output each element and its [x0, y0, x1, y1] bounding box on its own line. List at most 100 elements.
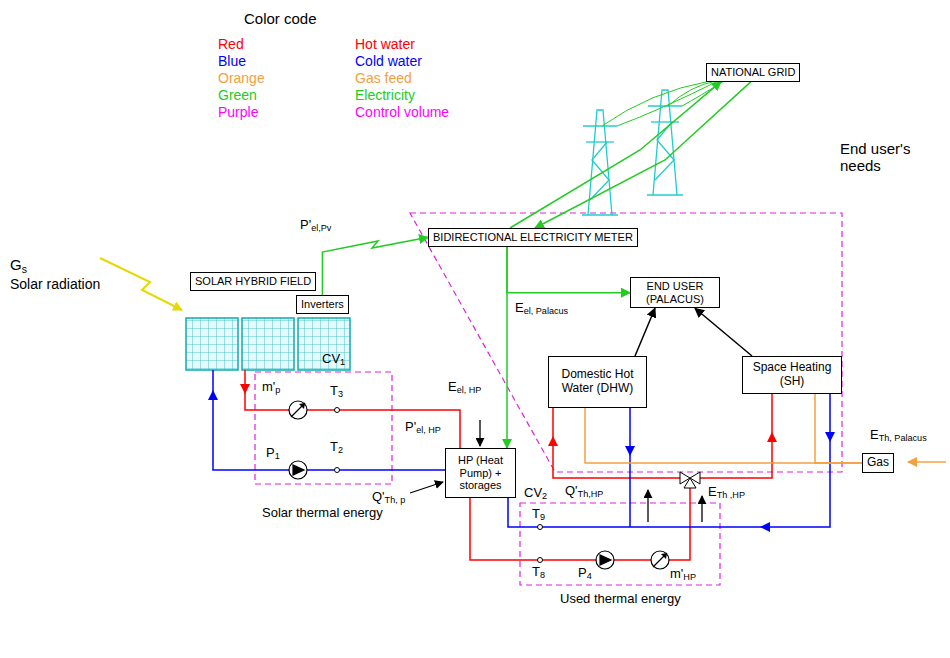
pump-symbol	[596, 551, 614, 569]
subscript: 4	[587, 571, 592, 581]
heat-pump-box: HP (Heat Pump) + storages	[445, 448, 516, 498]
subscript: el, HP	[457, 385, 482, 395]
box-text: Gas	[867, 456, 889, 470]
energy-arrow	[410, 482, 443, 493]
solar-panels	[186, 318, 350, 370]
text-label: P4	[578, 566, 592, 581]
control-volume	[255, 372, 392, 484]
flow-meter-arrowhead	[299, 403, 667, 559]
flow-meter	[653, 553, 667, 567]
legend-color-name: Purple	[218, 104, 258, 120]
temperature-point	[335, 468, 340, 473]
subscript: 8	[540, 570, 545, 580]
subscript: s	[22, 263, 27, 275]
solar-panels	[186, 318, 238, 370]
hot-water-pipe	[245, 370, 772, 560]
edge-label: Eel, Palacus	[515, 301, 568, 316]
hot-water-arrow	[240, 384, 777, 446]
subscript: p	[275, 385, 280, 395]
hot-water-pipe	[696, 394, 772, 478]
control-volume	[410, 213, 842, 472]
inverter-box: Inverters	[296, 295, 349, 314]
hot-water-arrow	[548, 436, 558, 446]
cold-water-arrow	[625, 446, 635, 456]
cold-water-arrow	[208, 390, 835, 532]
legend-text: Electricity	[355, 87, 415, 103]
solar-panels	[298, 318, 350, 370]
pump-symbol	[600, 555, 611, 565]
subscript: 2	[338, 445, 343, 455]
edge-label: Eel, HP	[448, 380, 481, 395]
text-label: T2	[330, 440, 343, 455]
box-text: NATIONAL GRID	[711, 66, 795, 79]
energy-arrow	[647, 490, 648, 522]
connector	[510, 82, 721, 228]
solar-radiation-arrow	[100, 258, 182, 310]
flow-meter	[289, 401, 307, 419]
solar-panels	[242, 318, 294, 370]
subscript: el,Pv	[311, 223, 331, 233]
temperature-point	[335, 408, 543, 563]
text-label: m'p	[262, 380, 280, 395]
text-label: P1	[266, 446, 280, 461]
legend-text: Gas feed	[355, 70, 412, 86]
legend-text: Hot water	[355, 36, 415, 52]
text-label: Solar thermal energy	[262, 506, 383, 521]
connector	[322, 237, 428, 295]
subscript: 9	[540, 512, 545, 522]
text-label: Gs	[10, 256, 27, 273]
cold-water-pipe	[213, 370, 830, 527]
box-text: BIDIRECTIONAL ELECTRICITY METER	[433, 231, 633, 244]
connector	[815, 394, 862, 463]
pylons	[582, 214, 618, 215]
grid-wires	[602, 81, 724, 126]
subscript: Th, Palacus	[879, 433, 927, 443]
edge-label: P'el,Pv	[300, 218, 331, 233]
legend-swatch: Red	[218, 36, 244, 52]
legend-color-name: Red	[218, 36, 244, 52]
temperature-point	[538, 558, 543, 563]
text-label: T3	[330, 384, 343, 399]
connector	[635, 308, 655, 356]
cold-water-arrow	[760, 522, 770, 532]
grid-wires	[602, 81, 710, 126]
pylons	[655, 122, 674, 180]
legend-swatch: Blue	[218, 53, 246, 69]
pylons	[583, 125, 617, 126]
connector	[506, 247, 508, 448]
connector	[695, 308, 752, 356]
pylons	[647, 194, 683, 195]
solar-radiation-arrow	[100, 258, 182, 310]
box-text: SOLAR HYBRID FIELD	[195, 275, 311, 288]
grid-box: NATIONAL GRID	[706, 63, 800, 82]
legend-text: Cold water	[355, 53, 422, 69]
subscript: el, HP	[416, 425, 441, 435]
subscript: 3	[338, 389, 343, 399]
subscript: 1	[340, 357, 345, 367]
solar-panels	[298, 318, 350, 370]
flow-meter-arrowhead	[299, 403, 305, 409]
text-label: Q'Th, p	[372, 490, 405, 505]
subscript: Th,HP	[578, 489, 604, 499]
legend-color-name: Green	[218, 87, 257, 103]
cold-water-arrow	[825, 432, 835, 442]
field-box: SOLAR HYBRID FIELD	[190, 272, 316, 291]
connector	[585, 408, 862, 463]
gas-feed-arrow	[908, 461, 946, 463]
energy-arrow	[410, 420, 702, 522]
text-label: ETh, Palacus	[870, 428, 927, 443]
flow-meter-arrowhead	[661, 553, 667, 559]
dhw-box: Domestic Hot Water (DHW)	[548, 356, 647, 408]
solar-panels	[186, 318, 238, 370]
flow-meter	[289, 401, 669, 569]
text-label: Solar radiation	[10, 276, 100, 292]
legend-text: Control volume	[355, 104, 449, 120]
grid-wires	[617, 81, 718, 126]
solar-panels	[242, 318, 294, 370]
hot-water-pipe	[553, 408, 684, 478]
box-text: Domestic Hot Water (DHW)	[553, 368, 642, 396]
space-heating-box: Space Heating (SH)	[742, 356, 842, 394]
hot-water-arrow	[240, 384, 250, 394]
